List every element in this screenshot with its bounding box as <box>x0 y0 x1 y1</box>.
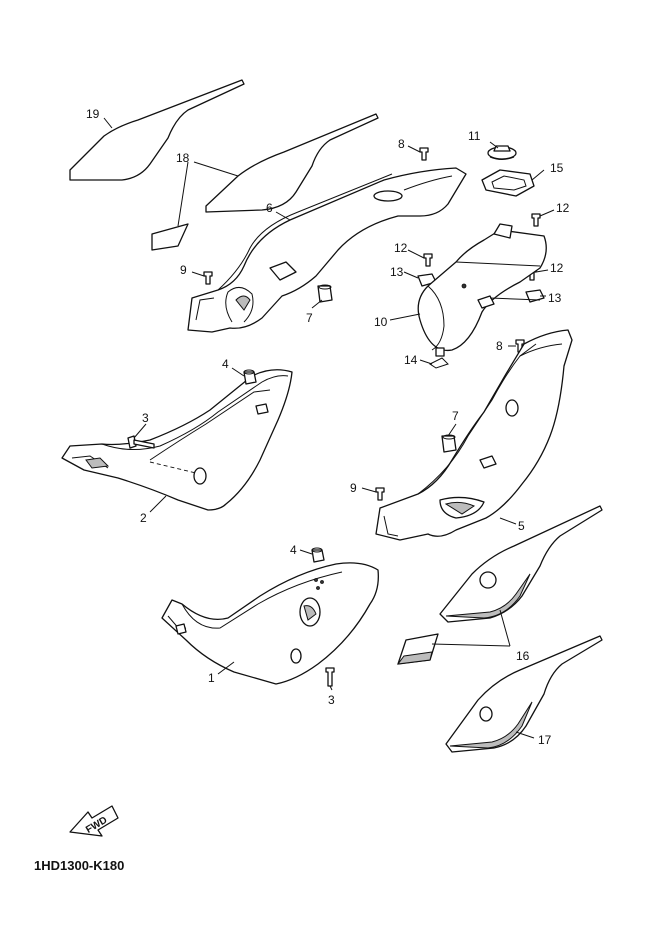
part-16-decal-small[interactable] <box>396 633 439 665</box>
part-2-lower-cover-left[interactable] <box>61 369 293 511</box>
part-18-decal-small[interactable] <box>151 223 189 251</box>
callout-2: 2 <box>140 511 147 525</box>
part-1-lower-fairing[interactable] <box>161 562 379 685</box>
callout-3-lower: 3 <box>328 693 335 707</box>
callout-12-c: 12 <box>550 261 564 275</box>
part-9-screw-upper[interactable] <box>203 271 213 285</box>
callout-12-a: 12 <box>556 201 570 215</box>
callout-7-lower: 7 <box>452 409 459 423</box>
callout-17: 17 <box>538 733 552 747</box>
part-7-grommet-upper[interactable] <box>317 284 333 303</box>
callout-8-upper: 8 <box>398 137 405 151</box>
callout-4-lower: 4 <box>290 543 297 557</box>
callout-16: 16 <box>516 649 530 663</box>
callout-12-b: 12 <box>394 241 408 255</box>
part-12-screw-a[interactable] <box>531 213 541 227</box>
part-9-screw-lower[interactable] <box>375 487 385 501</box>
callout-13-a: 13 <box>390 265 404 279</box>
callout-5: 5 <box>518 519 525 533</box>
callout-9-upper: 9 <box>180 263 187 277</box>
part-15-lid[interactable] <box>481 169 535 197</box>
callout-labels: 19 18 8 11 15 6 12 12 12 9 13 13 7 10 14… <box>86 107 570 747</box>
part-4-grommet-lower[interactable] <box>311 547 325 563</box>
part-13-clip-b[interactable] <box>525 289 545 303</box>
callout-13-b: 13 <box>548 291 562 305</box>
part-10-tank[interactable] <box>417 223 547 357</box>
callout-18: 18 <box>176 151 190 165</box>
part-5-side-cover-right[interactable] <box>375 329 573 541</box>
part-4-grommet-upper[interactable] <box>243 369 257 385</box>
callout-15: 15 <box>550 161 564 175</box>
leader-lines <box>103 117 555 739</box>
callout-6: 6 <box>266 201 273 215</box>
callout-10: 10 <box>374 315 388 329</box>
callout-3-upper: 3 <box>142 411 149 425</box>
fwd-arrow-icon: FWD <box>69 805 119 837</box>
part-18-decal-upper[interactable] <box>205 113 379 213</box>
part-16-decal-large[interactable] <box>439 505 603 623</box>
part-3-bolt-upper[interactable] <box>127 435 155 449</box>
part-14-clip[interactable] <box>429 357 449 369</box>
callout-9-lower: 9 <box>350 481 357 495</box>
callout-14: 14 <box>404 353 418 367</box>
callout-1: 1 <box>208 671 215 685</box>
part-17-decal[interactable] <box>445 635 603 753</box>
part-8-screw-upper[interactable] <box>419 147 429 161</box>
diagram-code: 1HD1300-K180 <box>34 858 125 873</box>
callout-11: 11 <box>468 129 481 143</box>
part-7-grommet-lower[interactable] <box>441 434 457 453</box>
part-11-cap[interactable] <box>487 145 517 160</box>
callout-4-upper: 4 <box>222 357 229 371</box>
part-19-decal[interactable] <box>69 79 245 181</box>
part-12-screw-b[interactable] <box>423 253 433 267</box>
callout-7-upper: 7 <box>306 311 313 325</box>
callout-8-lower: 8 <box>496 339 503 353</box>
part-3-bolt-lower[interactable] <box>325 667 335 687</box>
callout-19: 19 <box>86 107 100 121</box>
